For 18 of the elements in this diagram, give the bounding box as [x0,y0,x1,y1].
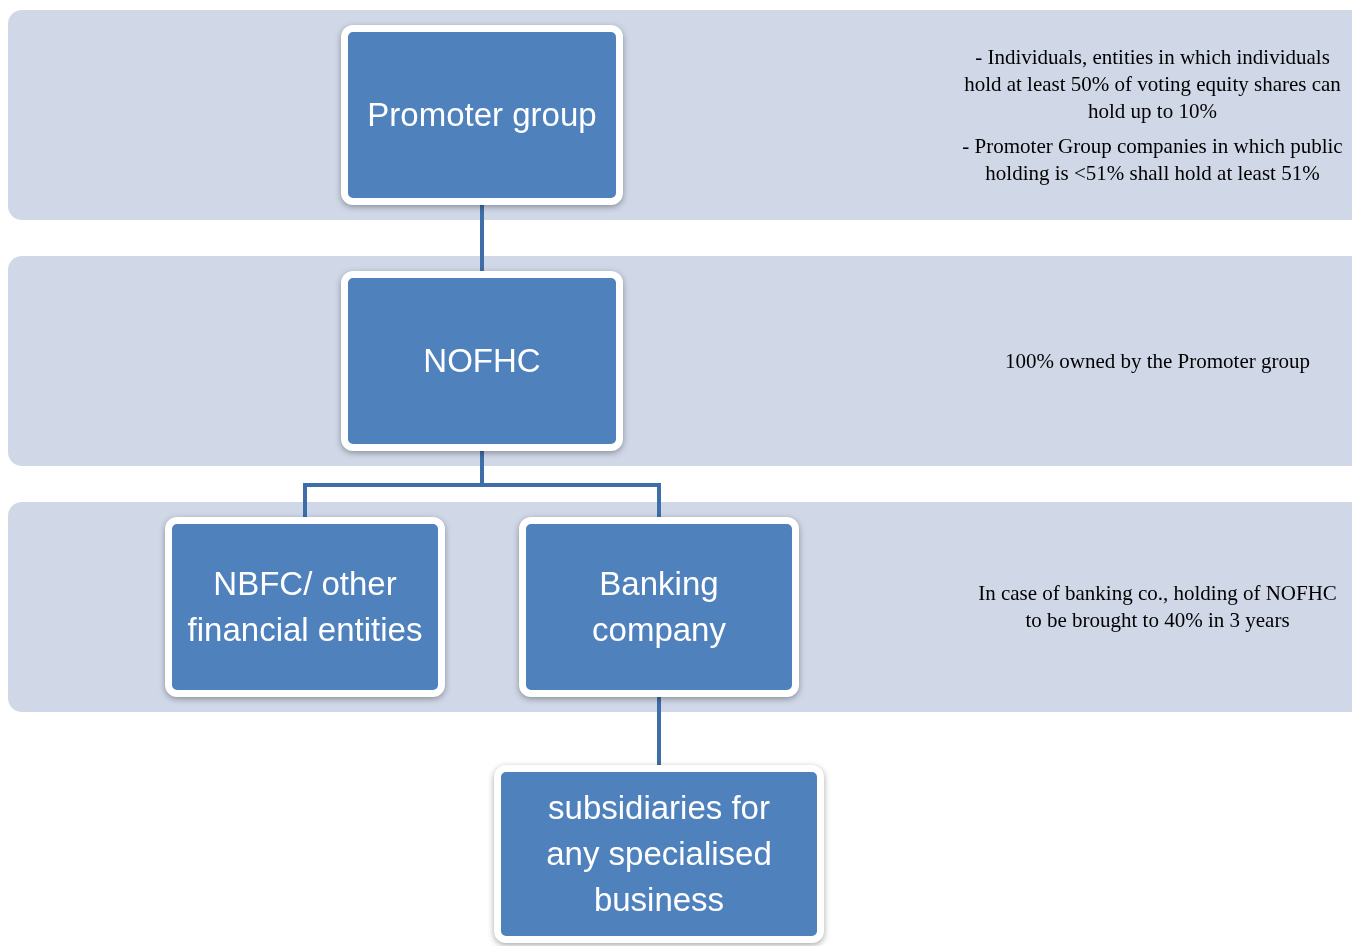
box-label: Banking company [591,564,727,650]
band-background [8,256,1352,466]
note-text: In case of banking co., holding of NOFHC to be brought to 40% in 3 years [977,580,1338,634]
band-background [8,10,1352,220]
process-box [519,517,799,697]
process-box [341,271,623,451]
box-label: NOFHC [423,341,541,381]
box-label: subsidiaries for any specialised business [545,788,773,920]
process-box [165,517,445,697]
note-text: 100% owned by the Promoter group [1003,347,1311,375]
box-label: Promoter group [367,95,597,135]
connector-line [657,697,661,765]
note-text: - Individuals, entities in which individuals hold at least 50% of voting equity shares can hold up to 10% [963,43,1342,125]
box-label: NBFC/ other financial entities [186,564,424,650]
process-box [341,25,623,205]
band-background [8,502,1352,712]
connector-line [480,205,484,271]
note-text: - Promoter Group companies in which public holding is <51% shall hold at least 51% [961,132,1344,187]
